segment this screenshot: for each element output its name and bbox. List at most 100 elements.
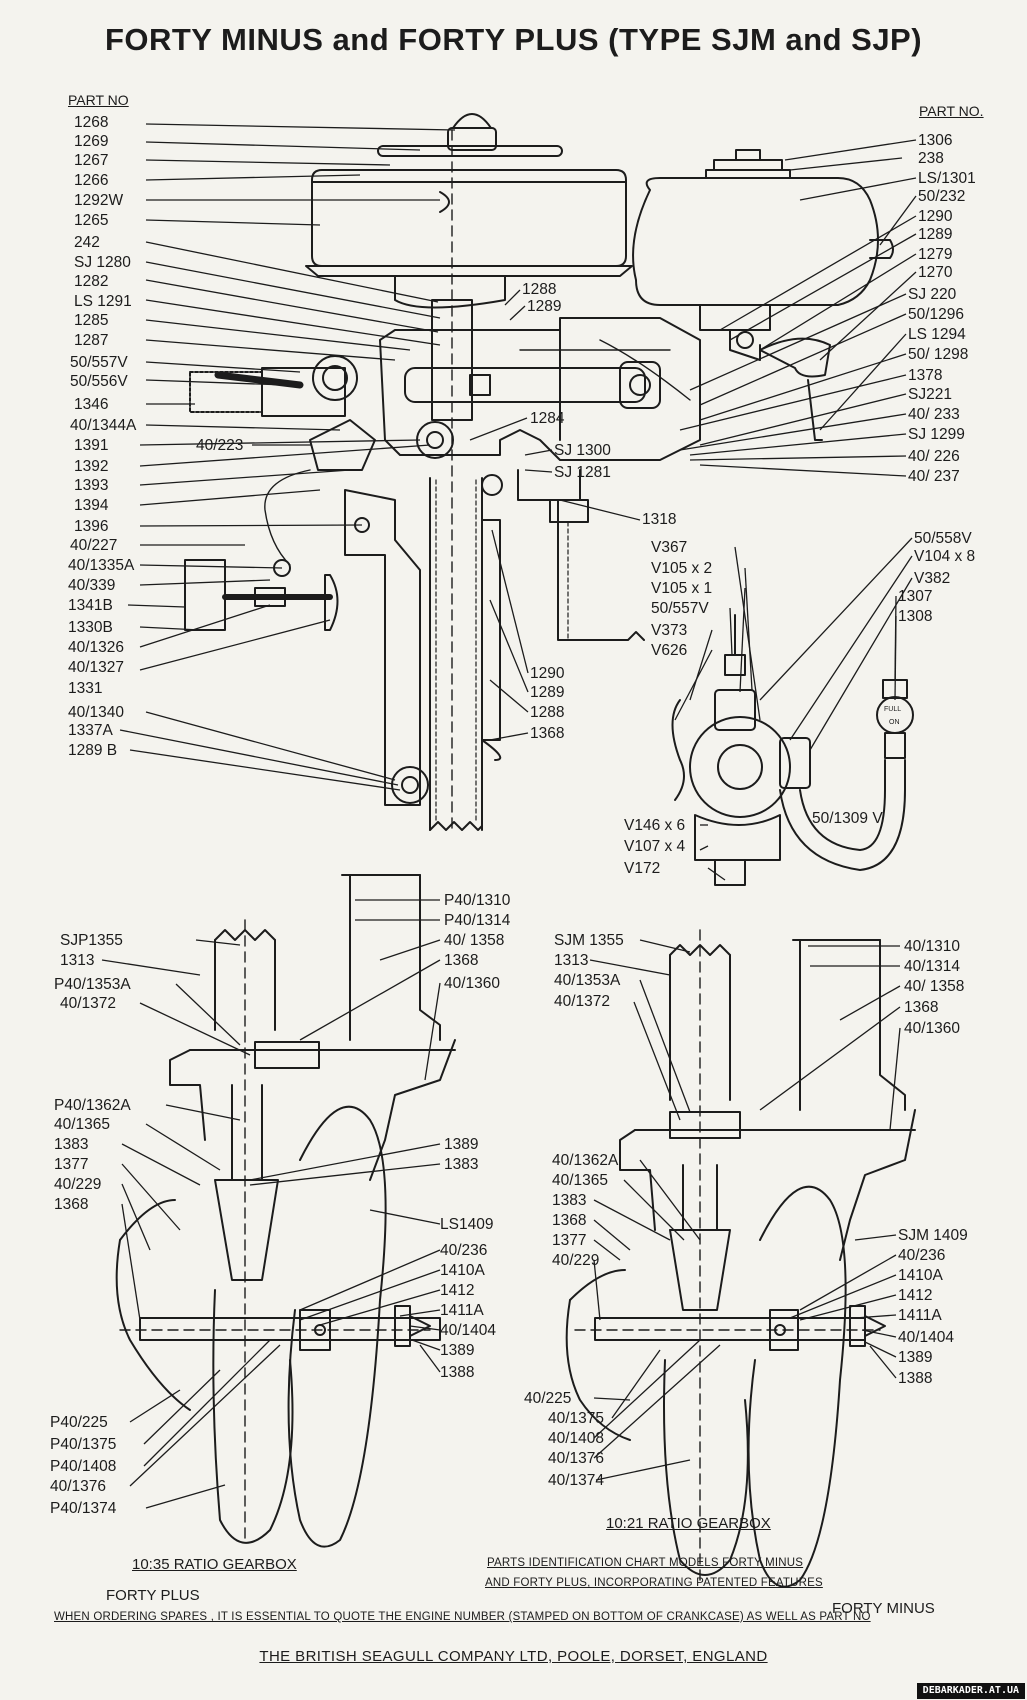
page-title: FORTY MINUS and FORTY PLUS (TYPE SJM and… [104,22,923,57]
part-label: 1368 [552,1212,587,1229]
part-label: 1346 [74,396,109,413]
company-footer: THE BRITISH SEAGULL COMPANY LTD, POOLE, … [259,1648,768,1665]
part-label: 1411A [898,1307,942,1324]
part-label: P40/1374 [50,1500,117,1517]
part-label: 1412 [898,1287,933,1304]
part-label: 242 [74,234,100,251]
fuel-tank-drawing [632,149,894,441]
part-label: 1284 [530,410,565,427]
part-label: 1383 [444,1156,479,1173]
part-label: 1377 [54,1156,89,1173]
part-label: V107 x 4 [624,838,686,855]
part-label: 40/1327 [68,659,125,676]
part-label: P40/1310 [444,892,511,909]
part-label: SJ 1300 [554,442,611,459]
part-label: 40/227 [70,537,118,554]
part-label: 40/1310 [904,938,961,955]
part-label: 40/1335A [68,557,135,574]
part-label: 1289 [527,298,562,315]
part-label: 1268 [74,114,109,131]
part-label: V172 [624,860,661,877]
gearbox-plus-caption: 10:35 RATIO GEARBOX [132,1556,297,1573]
part-label: 40/1374 [548,1472,605,1489]
part-label: 1388 [898,1370,933,1387]
part-label: 40/ 233 [908,406,960,423]
part-label: 1368 [530,725,565,742]
powerhead-drawing [184,113,701,831]
gearbox-minus-drawing [565,929,916,1588]
part-label: 1265 [74,212,109,229]
part-label: V373 [651,622,688,639]
part-label: 40/1376 [548,1450,605,1467]
part-label: P40/1408 [50,1458,117,1475]
part-label: 40/1360 [904,1020,961,1037]
part-label: 40/1408 [548,1430,605,1447]
part-label: 1341B [68,597,113,614]
part-no-header-right: PART NO. [919,103,984,119]
part-label: 40/1365 [552,1172,609,1189]
part-label: LS 1294 [908,326,966,343]
part-label: V105 x 1 [651,580,713,597]
fuel-tap-full-text: FULL [884,706,901,713]
part-label: 40/223 [196,437,244,454]
part-label: 40/1360 [444,975,501,992]
part-label: 1410A [898,1267,943,1284]
part-label: 1394 [74,497,109,514]
gearbox-minus-caption: 10:21 RATIO GEARBOX [606,1515,771,1532]
part-label: 40/1344A [70,417,137,434]
part-label: LS/1301 [918,170,976,187]
part-label: 1306 [918,132,953,149]
part-label: 1282 [74,273,109,290]
part-label: 1412 [440,1282,475,1299]
part-label: 1368 [54,1196,89,1213]
part-label: SJ 1299 [908,426,965,443]
part-label: 1308 [898,608,933,625]
part-label: 1388 [440,1364,475,1381]
part-label: 1267 [74,152,109,169]
part-label: 40/229 [552,1252,600,1269]
part-label: 1331 [68,680,103,697]
part-label: 1389 [444,1136,479,1153]
part-label: SJM 1409 [898,1227,968,1244]
part-label: 40/1376 [50,1478,107,1495]
part-label: 40/ 1358 [904,978,965,995]
part-label: V367 [651,539,688,556]
part-label: 1290 [530,665,565,682]
part-label: SJ221 [908,386,952,403]
part-label: 1285 [74,312,109,329]
part-label: 238 [918,150,944,167]
part-label: 40/1362A [552,1152,619,1169]
part-label: 1389 [898,1349,933,1366]
chart-note-line-1: PARTS IDENTIFICATION CHART MODELS FORTY … [487,1557,804,1569]
carburettor-drawing [671,614,914,886]
part-label: 40/1404 [898,1329,955,1346]
part-label: 1289 [918,226,953,243]
part-label: 1411A [440,1302,484,1319]
part-label: 50/558V [914,530,972,547]
part-label: 40/225 [524,1390,572,1407]
part-label: SJP1355 [60,932,123,949]
part-label: 1289 [530,684,565,701]
part-label: 1368 [444,952,479,969]
part-label: 40/1372 [554,993,611,1010]
leader-lines [101,123,917,1509]
part-label: 40/236 [898,1247,946,1264]
ordering-note: WHEN ORDERING SPARES , IT IS ESSENTIAL T… [54,1611,871,1623]
part-label: V104 x 8 [914,548,976,565]
part-label: 1313 [60,952,95,969]
part-label: 1410A [440,1262,485,1279]
part-label: 1307 [898,588,933,605]
part-label: 1396 [74,518,109,535]
gearbox-plus-drawing [115,874,456,1548]
part-label: 1288 [522,281,557,298]
part-label: 50/1296 [908,306,965,323]
part-label: 40/ 237 [908,468,960,485]
part-label: V626 [651,642,688,659]
part-label: V382 [914,570,951,587]
part-label: SJ 1280 [74,254,131,271]
part-label: V105 x 2 [651,560,713,577]
part-label: 50/1309 V [812,810,883,827]
part-label: 1383 [552,1192,587,1209]
part-label: 40/ 226 [908,448,960,465]
part-label: 1393 [74,477,109,494]
